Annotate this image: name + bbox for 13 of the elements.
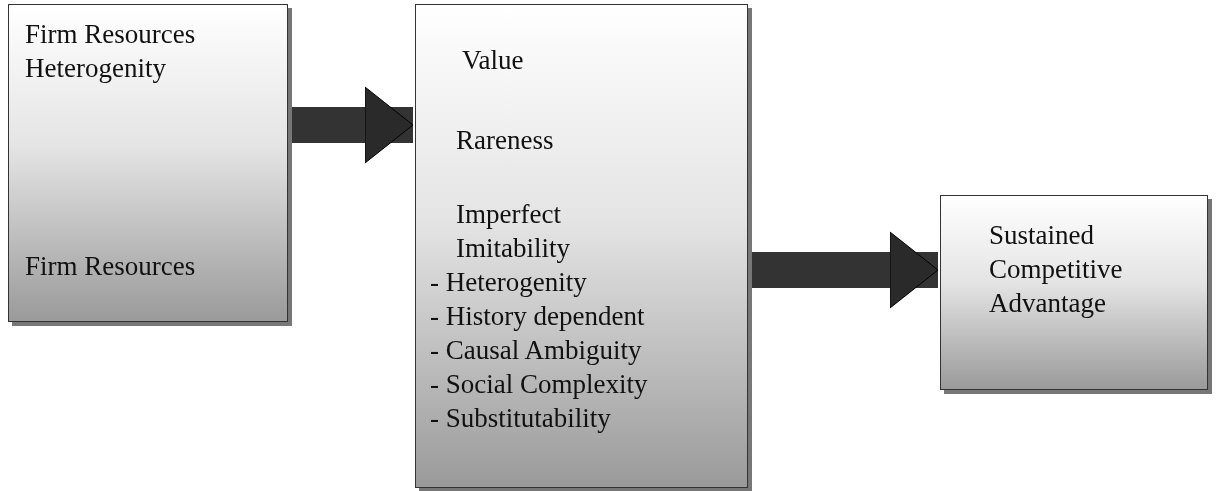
list-item: - Social Complexity <box>430 368 649 401</box>
box-text: Firm Resources <box>25 250 197 283</box>
block-arrow <box>752 231 939 309</box>
list-item: - Heterogenity <box>430 266 588 299</box>
block-arrow <box>292 86 414 164</box>
box-text: Imperfect Imitability <box>456 198 571 265</box>
list-item: - Substitutability <box>430 402 612 435</box>
list-item: - History dependent <box>430 300 646 333</box>
list-item: - Causal Ambiguity <box>430 334 643 367</box>
box-text: Firm Resources Heterogenity <box>25 18 197 85</box>
box-text: Sustained Competitive Advantage <box>989 219 1124 320</box>
box-text: Rareness <box>456 124 555 157</box>
box-text: Value <box>462 44 525 77</box>
